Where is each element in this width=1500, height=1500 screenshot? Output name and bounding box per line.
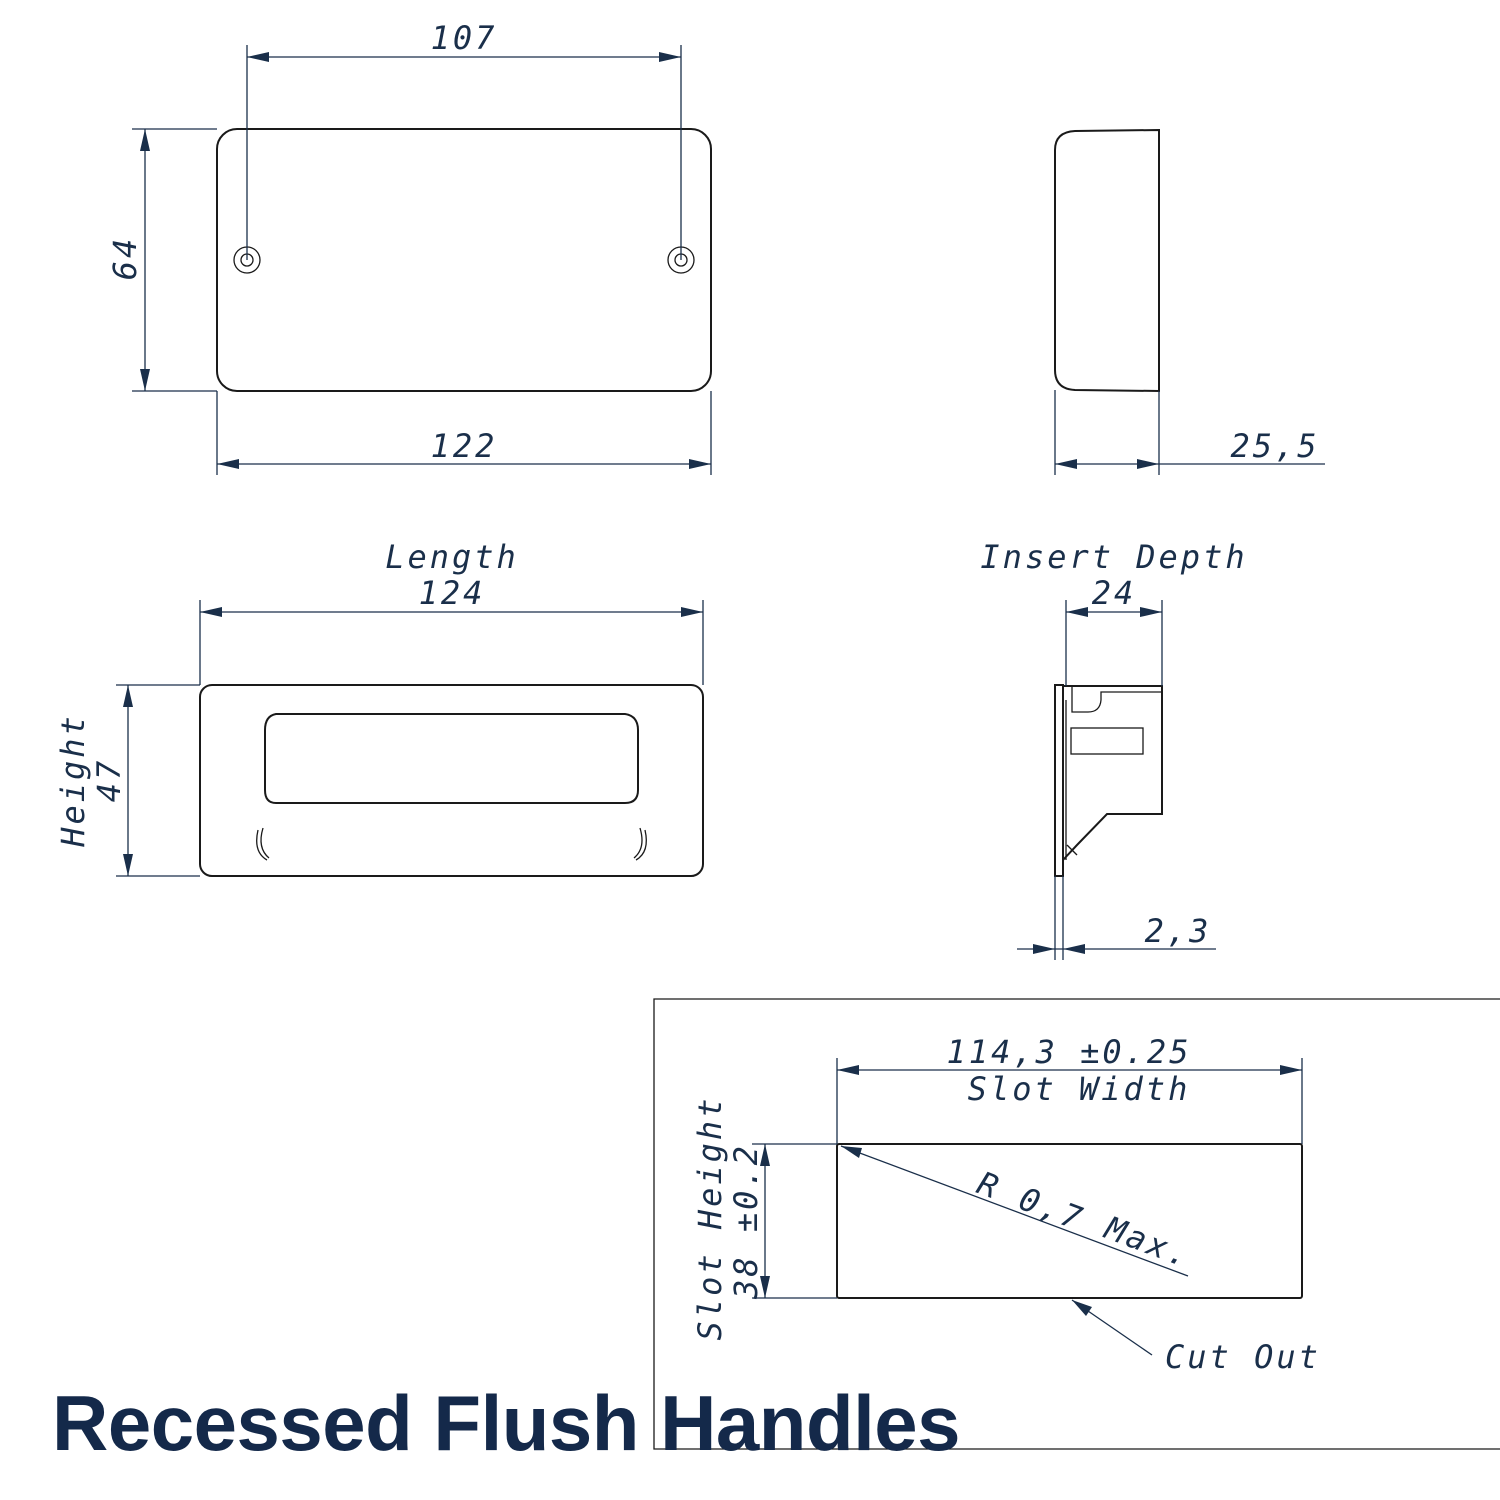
- cutout-slot: [836, 1143, 1303, 1299]
- handle-side-view: Insert Depth 24 2,3: [980, 538, 1247, 960]
- handle-inner-profile-top: [1071, 686, 1162, 713]
- dim-length-value: 124: [419, 574, 486, 612]
- dim-plate-width: 122: [431, 427, 498, 465]
- plate-outline: [216, 128, 712, 392]
- front-plate-view: 107 64 122: [106, 19, 712, 475]
- side-profile-view: 25,5: [1054, 128, 1325, 475]
- cutout-callout-label: Cut Out: [1165, 1338, 1321, 1376]
- dim-height-value: 47: [90, 758, 128, 803]
- dim-corner-radius: R 0,7: [972, 1164, 1090, 1239]
- handle-grip-recess: [264, 713, 639, 804]
- dim-slot-width-label: Slot Width: [968, 1070, 1191, 1108]
- dim-length-label: Length: [385, 538, 519, 576]
- dim-insert-value: 24: [1092, 574, 1137, 612]
- dim-insert-label: Insert Depth: [980, 538, 1247, 576]
- dim-height-label: Height: [54, 713, 92, 848]
- handle-outline: [199, 684, 704, 877]
- handle-edge-curve-left-2: [256, 829, 268, 861]
- handle-edge-curve-right-2: [635, 829, 647, 861]
- dim-corner-radius-max: Max.: [1099, 1209, 1197, 1276]
- handle-body-profile: [1062, 685, 1163, 861]
- handle-front-view: Length 124 Height 47: [54, 538, 704, 877]
- dim-slot-height-value: 38 ±0.2: [727, 1143, 765, 1300]
- cutout-panel-frame: [653, 998, 1500, 1450]
- handle-edge-curve-right: [633, 827, 643, 859]
- dim-plate-depth: 25,5: [1230, 427, 1319, 465]
- dim-hole-spacing: 107: [431, 19, 498, 57]
- dim-flange-thickness: 2,3: [1145, 912, 1212, 950]
- dim-slot-width-value: 114,3 ±0.25: [947, 1033, 1192, 1071]
- dim-plate-height: 64: [106, 236, 144, 281]
- dim-slot-height-label: Slot Height: [691, 1096, 729, 1341]
- side-profile-outline: [1054, 128, 1160, 393]
- handle-flange: [1054, 684, 1064, 877]
- page-title: Recessed Flush Handles: [52, 1379, 961, 1467]
- handle-pawl: [1070, 727, 1144, 755]
- handle-edge-curve-left: [260, 827, 270, 859]
